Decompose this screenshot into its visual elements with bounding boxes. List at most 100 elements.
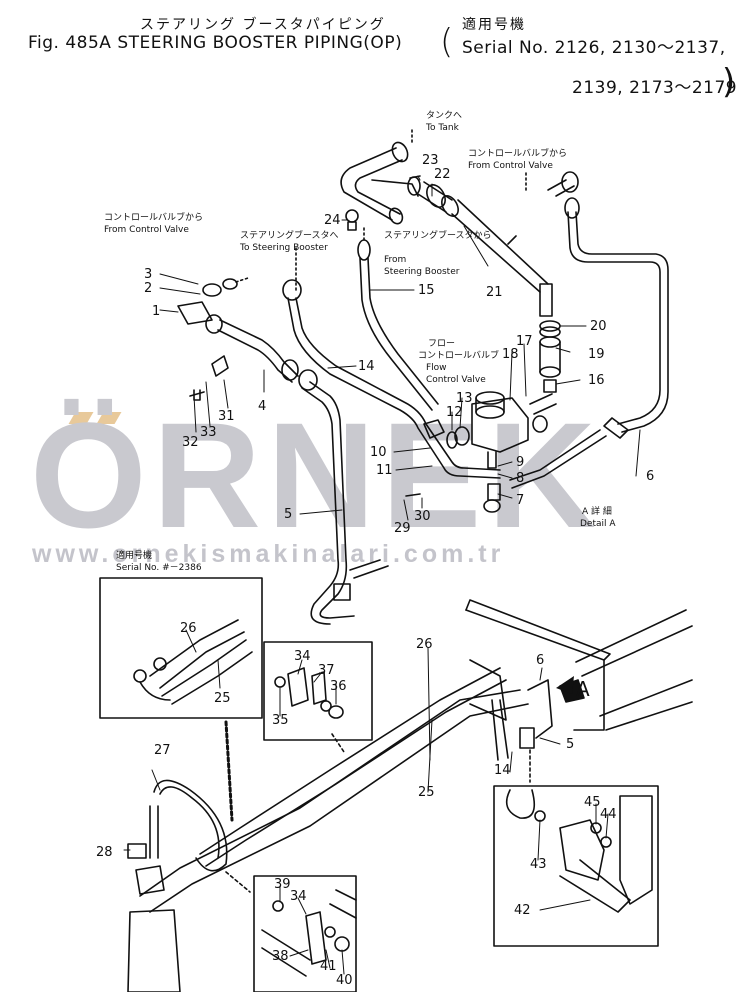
part-label: 25 [214,691,231,706]
note-to-sb-en: To Steering Booster [239,243,328,253]
part-label: 38 [272,949,289,964]
part-label: 21 [486,285,503,300]
pipe-6 [509,171,669,489]
part-label: 14 [358,359,375,374]
serial-line-1: Serial No. 2126, 2130～2137, [462,38,726,58]
part-label: 23 [422,153,439,168]
part-label: 5 [566,737,574,752]
watermark-url: www.ornekismakinalari.com.tr [32,540,505,568]
flow-control-valve [446,391,557,513]
part-label: 11 [376,463,393,478]
note-from-sb-en2: Steering Booster [384,267,460,277]
part-label: 5 [284,507,292,522]
note-inset-jp: 適用号機 [116,549,152,561]
part-label: 19 [588,347,605,362]
part-label: 3 [144,267,152,282]
part-label: 8 [516,471,524,486]
chassis-frame [127,599,693,992]
part-label: 28 [96,845,113,860]
part-label: 34 [290,889,307,904]
part-label: 26 [180,621,197,636]
part-label: 26 [416,637,433,652]
leader-lines [123,175,641,975]
part-label: 14 [494,763,511,778]
inset-box [99,577,263,719]
tank-return-pipe [340,141,421,225]
part-label: 9 [516,455,524,470]
detail-a-arrow-icon [556,676,574,694]
part-label: 10 [370,445,387,460]
part-label: 31 [218,409,235,424]
pipe-4-elbow-1 [177,278,299,383]
note-tank-en: To Tank [425,123,460,133]
part-label: 2 [144,281,152,296]
figure-title: Fig. 485A STEERING BOOSTER PIPING(OP) [28,33,403,53]
part-label: 17 [516,334,533,349]
part-label: 4 [258,399,266,414]
note-tank-jp: タンクへ [426,110,462,121]
part-label: 27 [154,743,171,758]
serial-label-jp: 適用号機 [462,17,526,33]
part-label: 40 [336,973,353,988]
note-detail-en: Detail A [580,519,616,529]
note-from-sb-jp: ステアリングブースタから [384,229,492,241]
part-labels: 1 2 3 4 5 6 7 8 9 10 11 12 13 14 15 16 1… [96,153,654,988]
note-cv-left-jp: コントロールバルブから [104,211,203,223]
detail-arrows [225,733,531,893]
note-from-sb-en1: From [384,255,406,265]
note-flow-en2: Control Valve [426,375,486,385]
part-label: 13 [456,391,473,406]
paren-open: ( [440,22,454,62]
detail-box-a [493,785,659,947]
part-label: 25 [418,785,435,800]
pipe-5 [298,369,389,625]
detail-box-38-41 [253,875,357,992]
note-flow-en1: Flow [426,363,447,373]
connector-arrows [235,127,527,291]
note-inset-en: Serial No. #－2386 [116,563,202,573]
part-label: 41 [320,959,337,974]
part-label: 22 [434,167,451,182]
part-label: 7 [516,493,524,508]
part-label: 6 [646,469,654,484]
part-label: 44 [600,807,617,822]
pipe-15 [357,239,445,439]
note-cv-right-jp: コントロールバルブから [468,147,567,159]
part-label: 39 [274,877,291,892]
pipe-14 [282,279,501,479]
part-label: 6 [536,653,544,668]
part-label: 32 [182,435,199,450]
note-cv-left-en: From Control Valve [104,225,189,235]
part-label: 37 [318,663,335,678]
part-label: 34 [294,649,311,664]
part-label: 29 [394,521,411,536]
part-label: 36 [330,679,347,694]
clamps-bolts [189,209,421,497]
note-cv-right-en: From Control Valve [468,161,553,171]
part-label: 45 [584,795,601,810]
note-to-sb-jp: ステアリングブースタへ [240,229,339,241]
part-label: 16 [588,373,605,388]
detail-a-marker: A [576,677,590,701]
annotation-notes: タンクへ To Tank コントロールバルブから From Control Va… [104,110,616,701]
part-label: 35 [272,713,289,728]
part-label: 30 [414,509,431,524]
part-label: 42 [514,903,531,918]
paren-close: ) [722,62,736,102]
hose-21-assembly [417,181,553,317]
note-detail-jp: A 詳 細 [582,505,612,517]
title-jp: ステアリング ブースタパイピング [140,17,386,33]
part-label: 1 [152,304,160,319]
serial-line-2: 2139, 2173～2179 [572,78,738,98]
part-label: 20 [590,319,607,334]
note-flow-jp2: コントロールバルブ [418,349,499,361]
part-label: 18 [502,347,519,362]
part-label: 15 [418,283,435,298]
parts-16-19-20 [539,320,561,393]
part-label: 12 [446,405,463,420]
part-label: 24 [324,213,341,228]
part-label: 43 [530,857,547,872]
part-label: 33 [200,425,217,440]
